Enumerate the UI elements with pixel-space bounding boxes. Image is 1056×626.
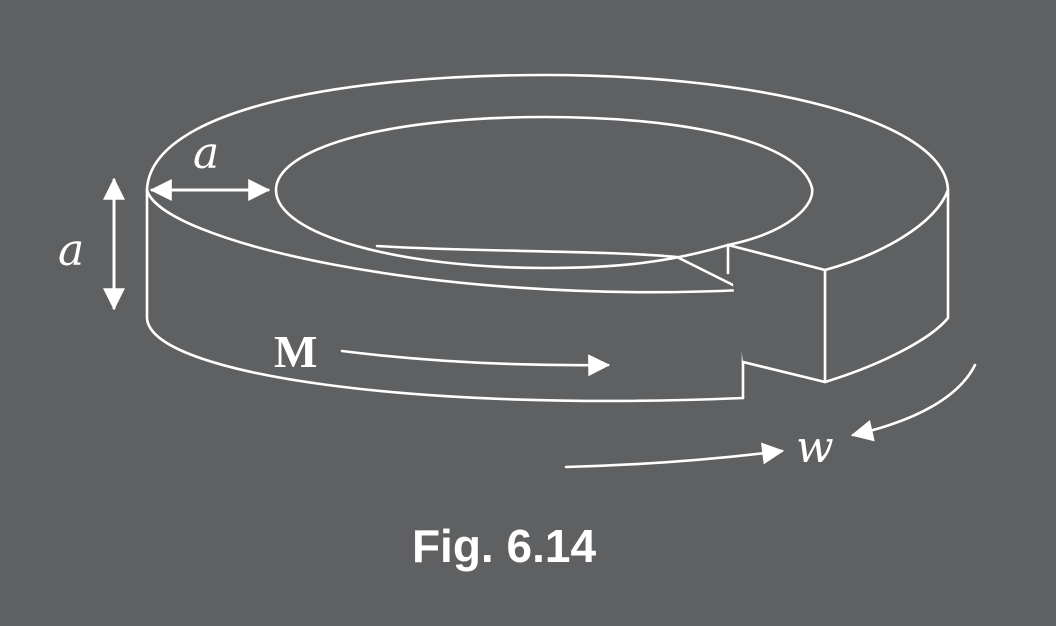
outer-top-right-edge	[823, 188, 950, 272]
height-label: a	[58, 225, 84, 276]
outer-side-front	[145, 188, 745, 403]
cut-face-right	[726, 243, 827, 384]
figure-caption: Fig. 6.14	[412, 520, 596, 572]
magnetization-arrow	[340, 349, 611, 377]
inner-hole-edge	[274, 115, 814, 270]
outer-top-front-edge	[145, 188, 745, 294]
gap-label: w	[796, 422, 834, 473]
gap-arrow-right	[850, 363, 977, 442]
width-label: a	[193, 128, 219, 179]
magnetization-label: M	[274, 326, 317, 377]
cut-face-left-top	[375, 244, 745, 292]
outer-top-edge	[145, 73, 950, 192]
outer-side-right	[823, 188, 950, 384]
gap-arrow-left	[564, 442, 785, 469]
